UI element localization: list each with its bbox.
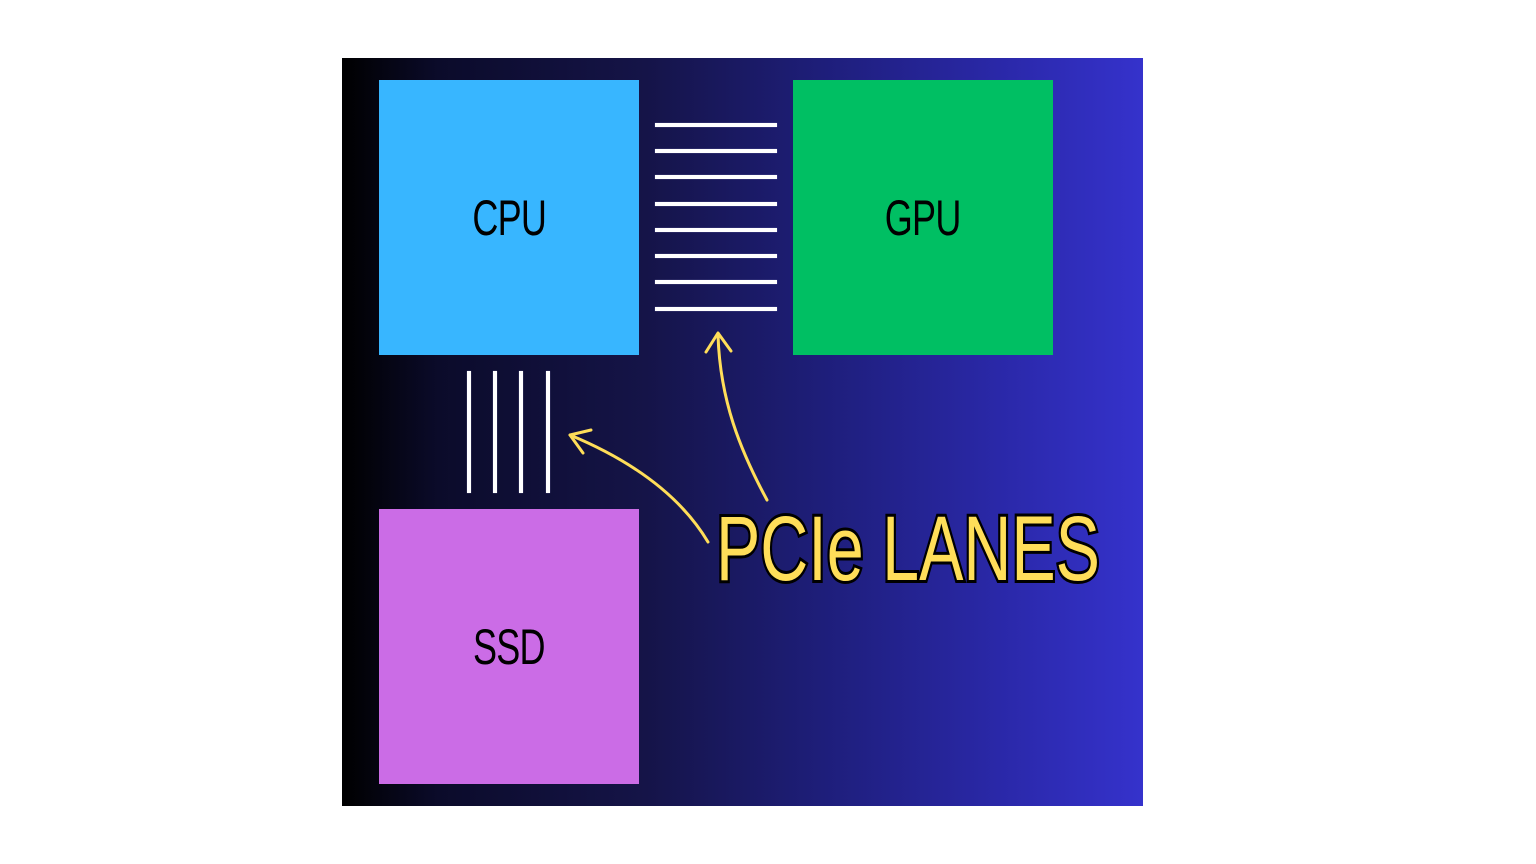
gpu-block: GPU (793, 80, 1053, 355)
arrowhead-icon (704, 331, 733, 354)
lane-line (655, 280, 777, 284)
lane-line (493, 371, 497, 493)
pcie-lanes-text: PCIe LANES (716, 498, 1100, 600)
gpu-label: GPU (885, 189, 962, 246)
lane-line (655, 228, 777, 232)
lane-line (467, 371, 471, 493)
lane-line (655, 123, 777, 127)
arrow-to-ssd-lanes (568, 433, 710, 544)
pcie-lanes-label: PCIe LANES (713, 495, 1106, 603)
ssd-block: SSD (379, 509, 639, 784)
cpu-label: CPU (472, 189, 547, 246)
arrow-to-gpu-lanes (716, 333, 769, 502)
lane-line (519, 371, 523, 493)
arrowhead-icon (568, 428, 593, 455)
cpu-block: CPU (379, 80, 639, 355)
lane-line (655, 307, 777, 311)
ssd-label: SSD (473, 618, 546, 675)
lane-line (655, 202, 777, 206)
lane-line (655, 149, 777, 153)
lane-line (655, 175, 777, 179)
lane-line (655, 254, 777, 258)
lane-line (546, 371, 550, 493)
